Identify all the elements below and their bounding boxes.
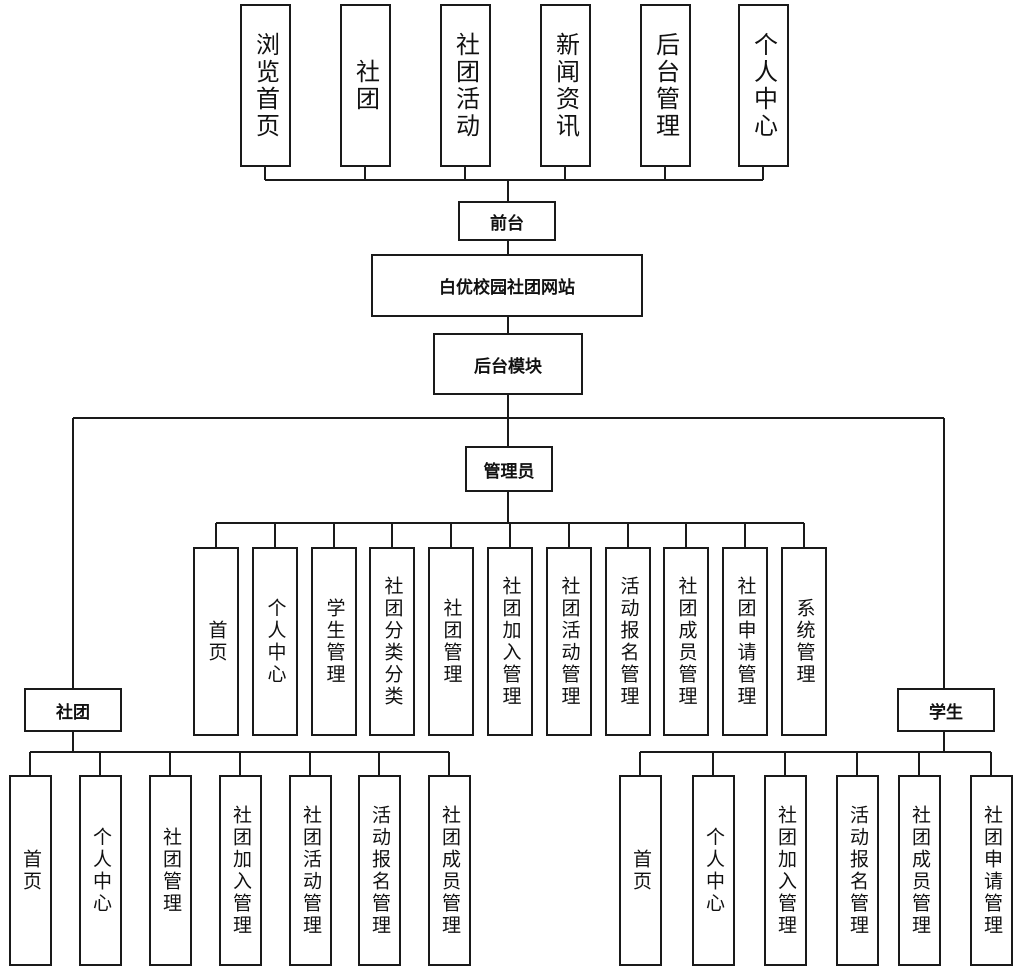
student-child: 社团申请管理 xyxy=(970,775,1013,966)
student-node: 学生 xyxy=(897,688,995,732)
club-child: 社团加入管理 xyxy=(219,775,262,966)
backend-node: 后台模块 xyxy=(433,333,583,395)
admin-child: 社团活动管理 xyxy=(546,547,592,736)
admin-child: 学生管理 xyxy=(311,547,357,736)
student-child: 个人中心 xyxy=(692,775,735,966)
admin-child: 社团成员管理 xyxy=(663,547,709,736)
club-child: 个人中心 xyxy=(79,775,122,966)
club-child: 社团管理 xyxy=(149,775,192,966)
admin-child: 活动报名管理 xyxy=(605,547,651,736)
club-child: 社团成员管理 xyxy=(428,775,471,966)
frontend-child: 浏览首页 xyxy=(240,4,291,167)
frontend-child: 新闻资讯 xyxy=(540,4,591,167)
frontend-child: 社团活动 xyxy=(440,4,491,167)
frontend-child: 个人中心 xyxy=(738,4,789,167)
frontend-child: 社团 xyxy=(340,4,391,167)
admin-child: 社团加入管理 xyxy=(487,547,533,736)
student-child: 首页 xyxy=(619,775,662,966)
frontend-node: 前台 xyxy=(458,201,556,241)
admin-child: 系统管理 xyxy=(781,547,827,736)
admin-child: 社团申请管理 xyxy=(722,547,768,736)
admin-child: 社团分类分类 xyxy=(369,547,415,736)
student-child: 社团加入管理 xyxy=(764,775,807,966)
admin-child: 首页 xyxy=(193,547,239,736)
club-child: 活动报名管理 xyxy=(358,775,401,966)
student-child: 活动报名管理 xyxy=(836,775,879,966)
club-child: 首页 xyxy=(9,775,52,966)
club-node: 社团 xyxy=(24,688,122,732)
admin-child: 社团管理 xyxy=(428,547,474,736)
admin-child: 个人中心 xyxy=(252,547,298,736)
student-child: 社团成员管理 xyxy=(898,775,941,966)
root-node: 白优校园社团网站 xyxy=(371,254,643,317)
admin-node: 管理员 xyxy=(465,446,553,492)
club-child: 社团活动管理 xyxy=(289,775,332,966)
frontend-child: 后台管理 xyxy=(640,4,691,167)
